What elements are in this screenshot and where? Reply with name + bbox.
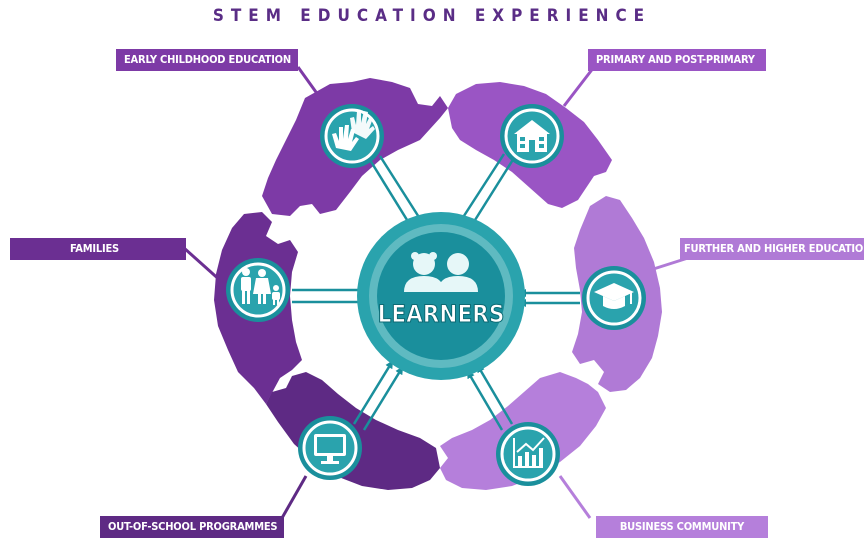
- spoke-outofschool: [352, 360, 394, 425]
- hands-icon: [332, 111, 375, 151]
- graduation-cap-icon: [594, 283, 634, 309]
- node-primary: [500, 104, 564, 168]
- label-families: FAMILIES: [10, 238, 186, 260]
- node-business: [496, 422, 560, 486]
- label-early-childhood: EARLY CHILDHOOD EDUCATION: [116, 49, 298, 71]
- spoke-business-2: [476, 364, 514, 425]
- leader-early: [296, 66, 328, 107]
- label-leaders: [182, 66, 689, 519]
- family-icon: [241, 268, 280, 305]
- node-outofschool: [298, 416, 362, 480]
- school-icon: [514, 120, 550, 152]
- leader-primary: [562, 66, 596, 107]
- spokes: [292, 153, 580, 431]
- spoke-primary-2: [458, 153, 506, 224]
- icon-discs: [226, 104, 646, 486]
- center-label: LEARNERS: [378, 300, 505, 328]
- node-families: [226, 258, 290, 322]
- diagram-title: STEM EDUCATION EXPERIENCE: [212, 6, 652, 26]
- label-out-of-school: OUT-OF-SCHOOL PROGRAMMES: [100, 516, 284, 538]
- monitor-icon: [314, 434, 346, 464]
- spoke-primary: [468, 157, 516, 230]
- leader-business: [558, 475, 592, 519]
- two-children-icon: [404, 252, 478, 292]
- label-further-higher: FURTHER AND HIGHER EDUCATION: [680, 238, 864, 260]
- leader-families: [182, 246, 224, 284]
- leader-outofschool: [280, 475, 308, 519]
- spoke-early: [368, 159, 414, 230]
- label-business: BUSINESS COMMUNITY: [596, 516, 768, 538]
- label-primary: PRIMARY AND POST-PRIMARY: [588, 49, 766, 71]
- spoke-early-2: [378, 155, 424, 224]
- spoke-business: [466, 370, 504, 431]
- node-further: [582, 266, 646, 330]
- leader-further: [643, 256, 689, 274]
- learners-hub: LEARNERS: [357, 212, 525, 380]
- growth-chart-icon: [513, 437, 545, 468]
- spoke-outofschool-2: [362, 366, 404, 431]
- node-early: [320, 104, 384, 168]
